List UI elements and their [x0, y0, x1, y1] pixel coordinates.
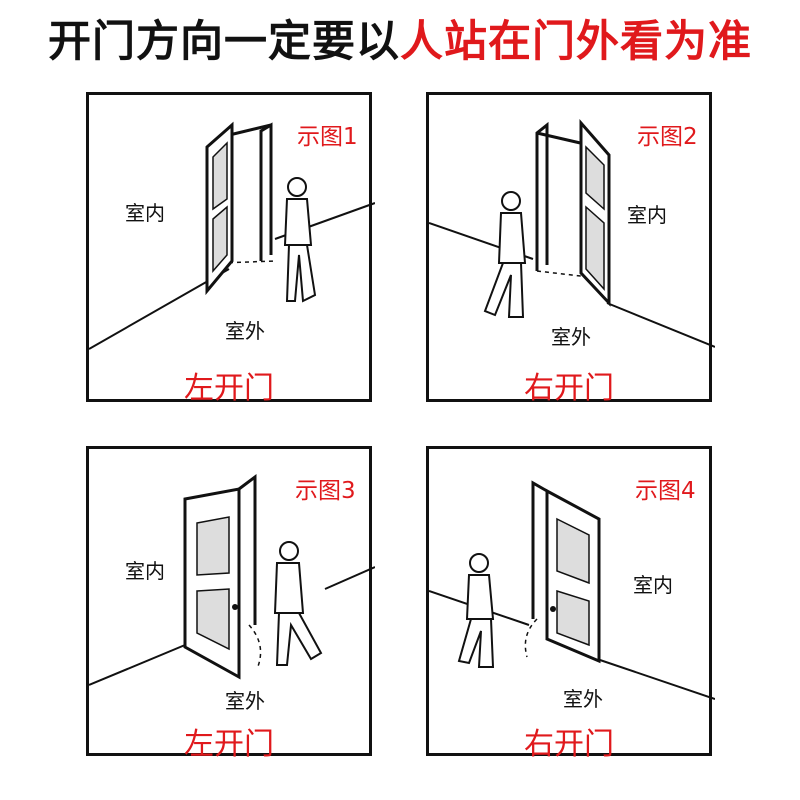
- indoor-label: 室内: [633, 573, 673, 597]
- indoor-label: 室内: [627, 203, 667, 227]
- figure-label: 示图4: [635, 478, 696, 504]
- panel-1: 示图1 室内 室外 左开门: [86, 92, 375, 406]
- title-black-part: 开门方向一定要以: [48, 17, 400, 67]
- page-title: 开门方向一定要以人站在门外看为准: [0, 6, 800, 78]
- person-figure: [457, 553, 495, 668]
- outdoor-label: 室外: [225, 689, 265, 713]
- figure-label: 示图2: [637, 124, 698, 150]
- panel-3-illustration: [89, 474, 375, 686]
- panel-4-illustration: [429, 480, 715, 700]
- panel-3: 示图3 室内 室外 左开门: [86, 446, 375, 762]
- door-direction-label: 左开门: [184, 371, 274, 406]
- figure-label: 示图1: [297, 124, 358, 150]
- door-direction-label: 右开门: [524, 727, 614, 762]
- title-red-part: 人站在门外看为准: [400, 17, 752, 67]
- person-figure: [273, 541, 323, 666]
- panel-4: 示图4 室内 室外 右开门: [426, 446, 715, 762]
- person-figure: [283, 177, 317, 303]
- indoor-label: 室内: [125, 559, 165, 583]
- panel-2: 示图2 室内 室外 右开门: [426, 92, 715, 406]
- outdoor-label: 室外: [551, 325, 591, 349]
- panel-2-illustration: [429, 119, 715, 348]
- door-direction-label: 左开门: [184, 727, 274, 762]
- door-leaf: [183, 487, 241, 680]
- person-figure: [483, 191, 527, 318]
- figure-label: 示图3: [295, 478, 356, 504]
- panel-1-illustration: [89, 121, 375, 350]
- indoor-label: 室内: [125, 201, 165, 225]
- outdoor-label: 室外: [563, 687, 603, 711]
- outdoor-label: 室外: [225, 319, 265, 343]
- door-direction-label: 右开门: [524, 371, 614, 406]
